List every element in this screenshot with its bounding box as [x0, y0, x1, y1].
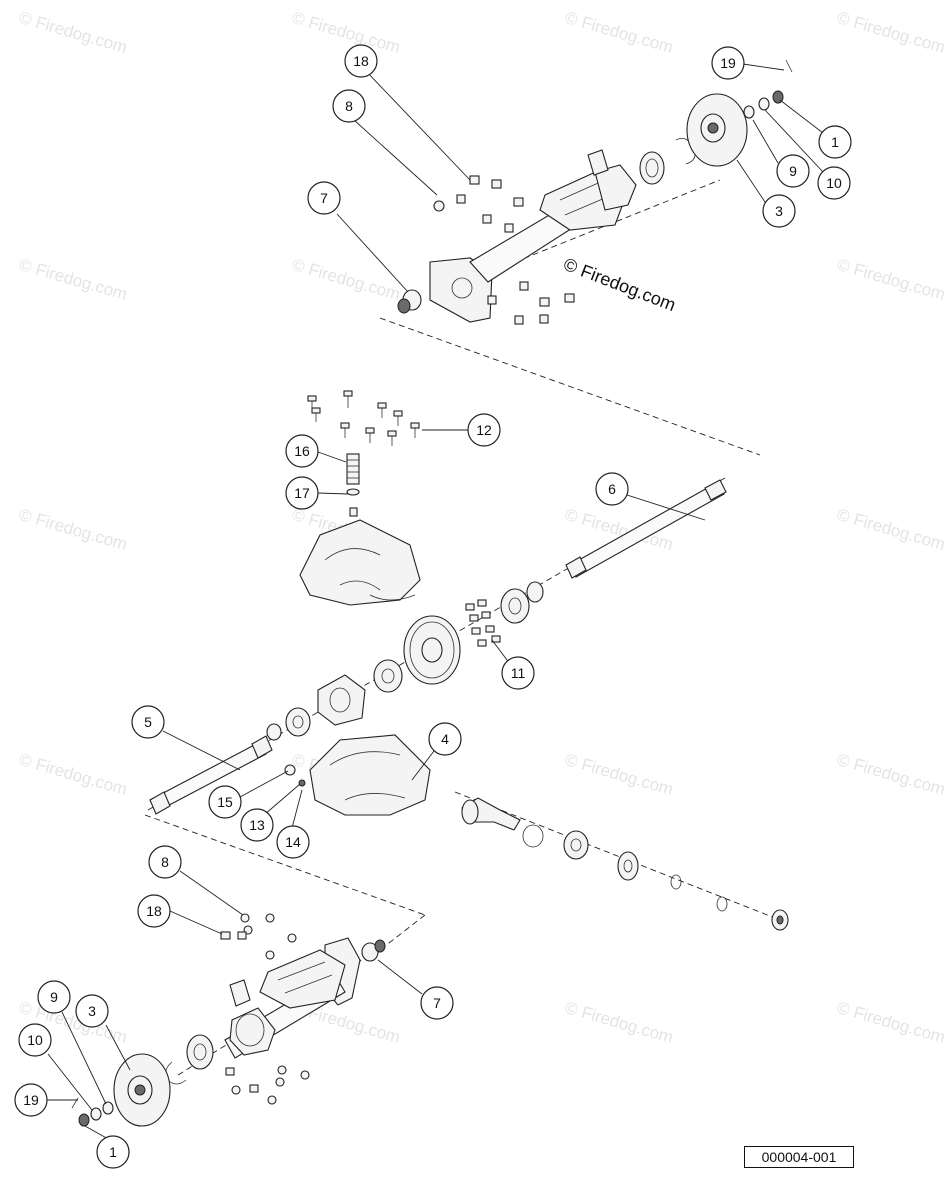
svg-text:6: 6 — [608, 481, 616, 497]
bottom-axle-assembly — [71, 913, 386, 1127]
callout-7-top: 7 — [307, 181, 341, 215]
svg-text:11: 11 — [511, 665, 526, 681]
callout-8-bottom: 8 — [148, 845, 182, 879]
callout-17: 17 — [285, 476, 319, 510]
callout-19-top: 19 — [711, 46, 745, 80]
axle-shaft-6 — [565, 479, 727, 579]
callout-9-top: 9 — [776, 154, 810, 188]
svg-text:1: 1 — [109, 1144, 117, 1160]
svg-text:14: 14 — [285, 834, 301, 850]
svg-text:3: 3 — [88, 1003, 96, 1019]
svg-text:10: 10 — [27, 1032, 43, 1048]
svg-text:16: 16 — [294, 443, 310, 459]
svg-text:18: 18 — [146, 903, 162, 919]
svg-text:7: 7 — [433, 995, 441, 1011]
ring-gear-group — [266, 581, 544, 741]
callout-5: 5 — [131, 705, 165, 739]
svg-text:18: 18 — [353, 53, 369, 69]
svg-text:9: 9 — [789, 163, 797, 179]
callout-12: 12 — [467, 413, 501, 447]
svg-text:7: 7 — [320, 190, 328, 206]
callout-9-bottom: 9 — [37, 980, 71, 1014]
svg-text:1: 1 — [831, 134, 839, 150]
top-axle-assembly — [397, 59, 793, 325]
callout-15: 15 — [208, 785, 242, 819]
callout-11: 11 — [501, 656, 535, 690]
svg-text:5: 5 — [144, 714, 152, 730]
svg-text:3: 3 — [775, 203, 783, 219]
svg-text:13: 13 — [249, 817, 265, 833]
callout-16: 16 — [285, 434, 319, 468]
svg-text:9: 9 — [50, 989, 58, 1005]
diagram-id: 000004-001 — [744, 1146, 854, 1168]
callout-19-bottom: 19 — [14, 1083, 48, 1117]
callout-3-top: 3 — [762, 194, 796, 228]
svg-text:4: 4 — [441, 731, 449, 747]
axle-shaft-5 — [149, 735, 273, 815]
svg-text:8: 8 — [345, 98, 353, 114]
callout-1-top: 1 — [818, 125, 852, 159]
callout-10-bottom: 10 — [18, 1023, 52, 1057]
svg-text:12: 12 — [476, 422, 492, 438]
leader-lines — [47, 63, 824, 1141]
upper-case-cover — [299, 390, 421, 606]
svg-text:19: 19 — [23, 1092, 39, 1108]
svg-text:19: 19 — [720, 55, 736, 71]
svg-text:10: 10 — [826, 175, 842, 191]
callout-8-top: 8 — [332, 89, 366, 123]
callout-18-top: 18 — [344, 44, 378, 78]
callout-13: 13 — [240, 808, 274, 842]
lower-case-4 — [284, 734, 789, 931]
callout-3-bottom: 3 — [75, 994, 109, 1028]
callout-10-top: 10 — [817, 166, 851, 200]
callout-18-bottom: 18 — [137, 894, 171, 928]
svg-text:15: 15 — [217, 794, 233, 810]
callout-1-bottom: 1 — [96, 1135, 130, 1169]
callout-6: 6 — [595, 472, 629, 506]
svg-text:8: 8 — [161, 854, 169, 870]
svg-text:17: 17 — [294, 485, 310, 501]
callout-7-bottom: 7 — [420, 986, 454, 1020]
callout-4: 4 — [428, 722, 462, 756]
callout-14: 14 — [276, 825, 310, 859]
